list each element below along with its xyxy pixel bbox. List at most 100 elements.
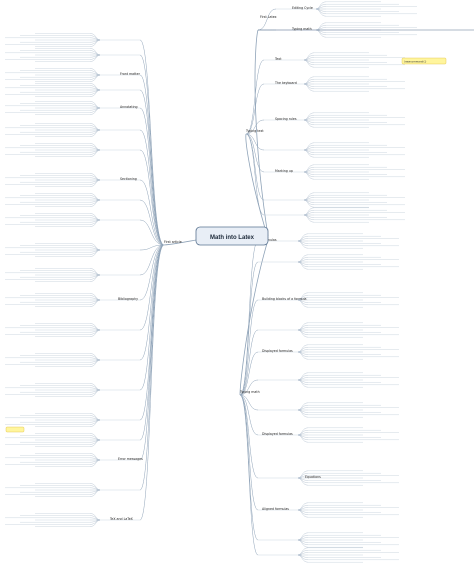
sub-tex-latex[interactable]: TeX and LaTeX [109, 517, 134, 521]
sub-equations[interactable]: Equations [305, 475, 321, 479]
connector [139, 179, 165, 246]
highlight-note-left[interactable] [5, 426, 25, 433]
connector [297, 299, 309, 308]
connector [239, 239, 269, 396]
connector [239, 240, 259, 396]
connector [89, 101, 101, 109]
connector [239, 299, 259, 396]
connector [303, 142, 315, 151]
connector [139, 219, 165, 246]
connector [139, 39, 165, 246]
connector [297, 509, 309, 518]
connector [297, 379, 309, 388]
branch-first-latex[interactable]: First Latex [258, 15, 474, 31]
connector [163, 239, 197, 246]
sub-displayed[interactable]: Displayed formulas [262, 349, 293, 353]
root-node[interactable]: Math into Latex [195, 226, 269, 246]
sub-the-keyboard[interactable]: The keyboard [274, 81, 297, 85]
connector [297, 372, 309, 381]
sub-building-blocks[interactable]: Building blocks of a formula [262, 297, 306, 301]
highlight-note-text: \newcommand{} [404, 60, 427, 64]
branch-typing-math-label: Typing math [239, 390, 260, 394]
connector [239, 394, 259, 411]
connector [297, 427, 309, 436]
highlight-note[interactable]: \newcommand{} [401, 57, 447, 65]
connector [303, 83, 315, 92]
sub-editing-cycle[interactable]: Editing Cycle [292, 6, 313, 10]
connector [139, 244, 165, 331]
connector [303, 171, 315, 180]
sub-displayed-formulas[interactable]: Displayed formulas [262, 432, 293, 436]
sub-error-messages[interactable]: Error messages [118, 457, 143, 461]
connector [297, 254, 309, 263]
connector [89, 459, 101, 467]
connector [139, 74, 165, 246]
connector [89, 413, 101, 421]
sub-front-matter[interactable]: Front matter [120, 72, 141, 76]
connector [297, 409, 309, 418]
connector [89, 68, 101, 76]
connector [89, 173, 101, 181]
connector-lines [89, 1, 327, 563]
connector [315, 1, 327, 10]
connector [297, 539, 309, 548]
connector [89, 439, 101, 447]
sub-aligned[interactable]: Aligned formulas [262, 507, 289, 511]
connector [297, 477, 309, 486]
connector [297, 233, 309, 242]
branch-typing-text[interactable]: Typing text [245, 129, 264, 133]
connector [303, 192, 315, 201]
connector [89, 389, 101, 397]
connector [297, 322, 309, 331]
branch-first-article[interactable]: First article [164, 240, 182, 244]
connector [139, 244, 165, 391]
connector [89, 193, 101, 201]
connector [89, 268, 101, 276]
connector [297, 344, 309, 353]
connector [297, 351, 309, 360]
sub-spacing-rules[interactable]: Spacing rules [275, 117, 297, 121]
connector [315, 8, 327, 17]
connector [303, 112, 315, 121]
sub-typing-math[interactable]: Typing math [291, 27, 312, 31]
connector [89, 419, 101, 427]
sub-bibliography[interactable]: Bibliography [118, 297, 138, 301]
sub-text[interactable]: Text [274, 57, 282, 61]
connector [245, 133, 265, 201]
connector [89, 33, 101, 41]
branch-typing-math[interactable]: Typing math [239, 390, 260, 394]
connector [303, 214, 315, 223]
leaf-nodes [5, 1, 417, 563]
connector [89, 199, 101, 207]
connector [239, 329, 259, 396]
connector [239, 394, 259, 436]
connector [89, 519, 101, 527]
connector [89, 89, 101, 97]
connector [89, 293, 101, 301]
connector [139, 244, 165, 521]
connector [89, 359, 101, 367]
connector [89, 299, 101, 307]
connector [257, 8, 277, 31]
sub-sectioning[interactable]: Sectioning [120, 177, 137, 181]
branch-typing-text-label: Typing text [245, 129, 264, 133]
connector [245, 83, 265, 135]
branch-first-article-label: First article [164, 240, 182, 244]
connector [297, 402, 309, 411]
connector [89, 39, 101, 47]
connector [89, 323, 101, 331]
connector [239, 394, 259, 479]
connector [139, 129, 165, 246]
connector [89, 513, 101, 521]
sub-formulas[interactable]: Formulas [262, 238, 277, 242]
sub-marking-up[interactable]: Marking up [275, 169, 293, 173]
connector [89, 243, 101, 251]
connector [245, 133, 269, 239]
connector [297, 240, 309, 249]
connector [245, 59, 265, 135]
connector [139, 89, 165, 246]
connector [89, 143, 101, 151]
connector [139, 244, 165, 301]
connector [303, 59, 315, 68]
sub-annotating[interactable]: Annotating [120, 105, 138, 109]
